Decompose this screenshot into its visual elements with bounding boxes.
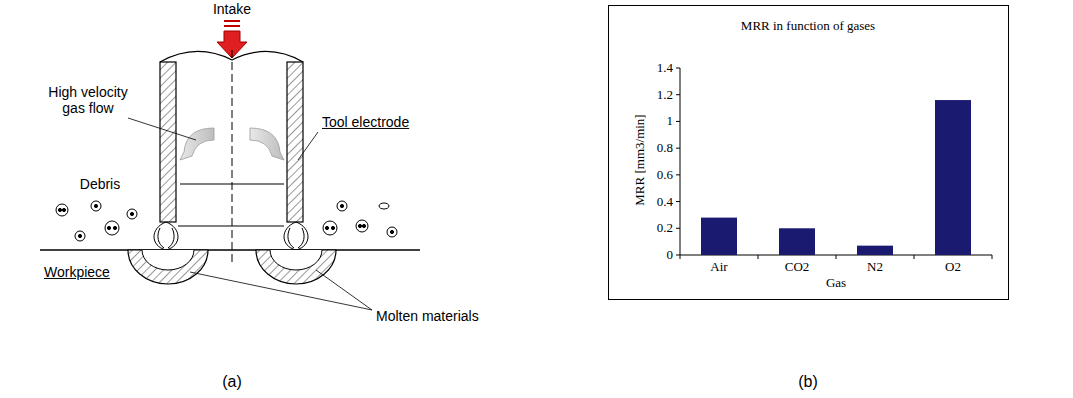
panel-label: (b) (798, 373, 818, 391)
tick-value: 0.2 (657, 221, 673, 236)
tick-value: 0.4 (657, 194, 673, 209)
y-tick (676, 94, 680, 95)
debris (56, 201, 397, 241)
y-tick (676, 201, 680, 202)
x-tick (758, 255, 759, 259)
category-label: CO2 (785, 260, 810, 275)
x-tick (992, 255, 993, 259)
axis-title: Gas (826, 276, 846, 291)
y-tick (676, 148, 680, 149)
bar (779, 228, 815, 255)
chart-title: MRR in function of gases (741, 19, 875, 34)
tick-value: 1 (667, 114, 674, 129)
bar (857, 246, 893, 255)
y-tick (676, 228, 680, 229)
bars (701, 100, 971, 255)
y-tick (676, 121, 680, 122)
flow-label: High velocity gas flow (47, 84, 129, 116)
tick-value: 0 (667, 248, 674, 263)
x-tick (914, 255, 915, 259)
bar (935, 100, 971, 255)
x-tick (680, 255, 681, 259)
tick-value: 1.4 (657, 61, 673, 76)
tick-value: 1.2 (657, 87, 673, 102)
plasma-channel (154, 222, 308, 250)
leader-lines (128, 118, 372, 310)
category-label: N2 (867, 260, 883, 275)
molten-label: Molten materials (376, 308, 479, 324)
y-tick (676, 68, 680, 69)
workpiece-label: Workpiece (44, 264, 110, 280)
intake-label: Intake (213, 1, 251, 17)
tool-electrode (160, 50, 303, 262)
axis-title: MRR [mm3/min] (633, 114, 648, 205)
category-label: O2 (945, 260, 961, 275)
workpiece (40, 250, 420, 284)
category-label: Air (710, 260, 727, 275)
chart-frame (609, 6, 1009, 300)
tick-value: 0.6 (657, 167, 673, 182)
tick-value: 0.8 (657, 141, 673, 156)
y-tick (676, 255, 680, 256)
axis-ticks (676, 68, 992, 259)
bar (701, 218, 737, 255)
y-tick (676, 174, 680, 175)
debris-label: Debris (80, 176, 120, 192)
panel-label: (a) (222, 373, 242, 391)
x-tick (836, 255, 837, 259)
electrode-label: Tool electrode (322, 114, 409, 130)
gas-flow (180, 128, 284, 160)
